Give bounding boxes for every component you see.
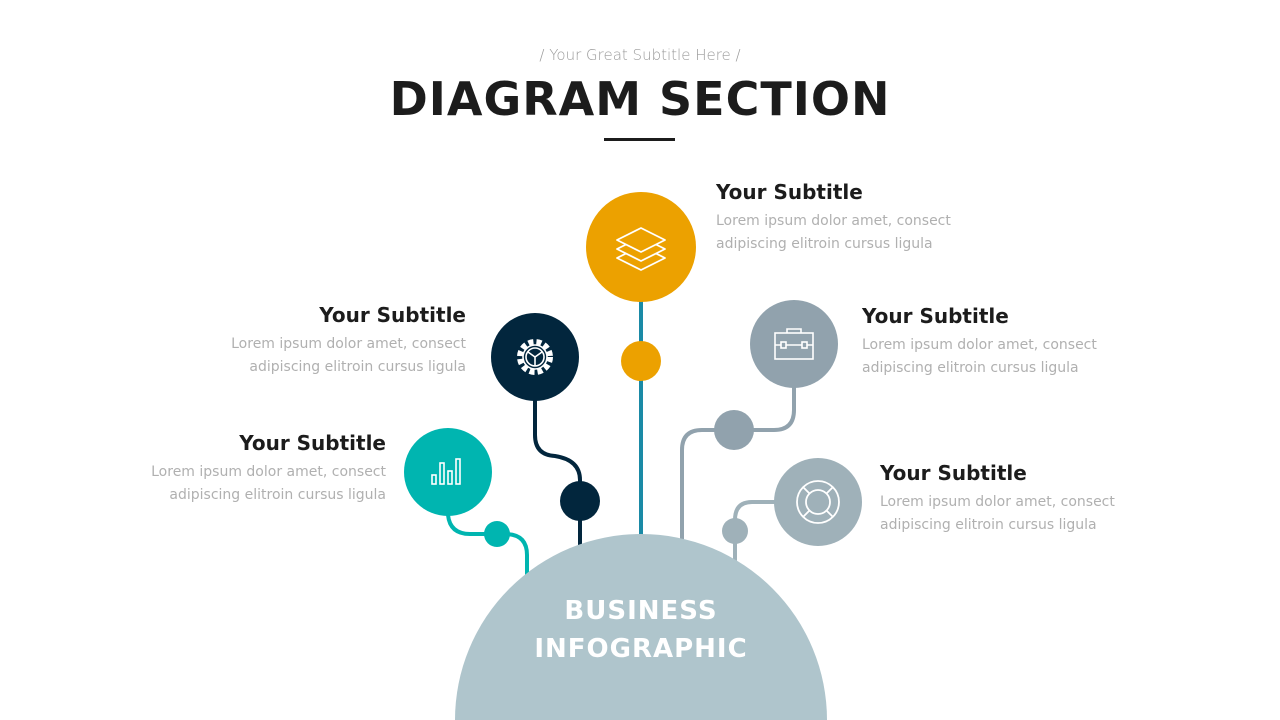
slide-subtitle: / Your Great Subtitle Here / bbox=[539, 46, 741, 64]
item-text-line2: adipiscing elitroin cursus ligula bbox=[169, 487, 386, 503]
item-text-line2: adipiscing elitroin cursus ligula bbox=[880, 517, 1097, 533]
hub-label-line2: INFOGRAPHIC bbox=[534, 634, 748, 664]
stem-teal bbox=[446, 513, 529, 580]
item-block-5: Your Subtitle Lorem ipsum dolor amet, co… bbox=[880, 461, 1180, 537]
hub-label: BUSINESS INFOGRAPHIC bbox=[455, 592, 827, 668]
item-text-line1: Lorem ipsum dolor amet, consect bbox=[231, 336, 466, 352]
node-dot-grey bbox=[714, 410, 754, 450]
bar-chart-icon bbox=[431, 458, 461, 485]
item-text: Lorem ipsum dolor amet, consect adipiscin… bbox=[166, 333, 466, 379]
node-dot-orange bbox=[621, 341, 661, 381]
stem-navy bbox=[533, 398, 582, 547]
item-title: Your Subtitle bbox=[880, 461, 1027, 485]
gear-icon bbox=[517, 339, 553, 375]
item-text: Lorem ipsum dolor amet, consect adipiscin… bbox=[880, 491, 1180, 537]
item-text-line2: adipiscing elitroin cursus ligula bbox=[716, 236, 933, 252]
title-underline bbox=[604, 138, 675, 141]
item-text-line1: Lorem ipsum dolor amet, consect bbox=[151, 464, 386, 480]
hub-label-line1: BUSINESS bbox=[564, 596, 718, 626]
briefcase-icon bbox=[774, 328, 814, 360]
item-text-line2: adipiscing elitroin cursus ligula bbox=[249, 359, 466, 375]
node-grey-bottom bbox=[774, 458, 862, 546]
node-dot-teal bbox=[484, 521, 510, 547]
item-block-4: Your Subtitle Lorem ipsum dolor amet, co… bbox=[862, 304, 1162, 380]
item-title: Your Subtitle bbox=[239, 431, 386, 455]
item-text-line1: Lorem ipsum dolor amet, consect bbox=[880, 494, 1115, 510]
item-text-line1: Lorem ipsum dolor amet, consect bbox=[862, 337, 1097, 353]
node-dot-grey-small bbox=[722, 518, 748, 544]
item-block-3: Your Subtitle Lorem ipsum dolor amet, co… bbox=[86, 431, 386, 507]
node-grey-top bbox=[750, 300, 838, 388]
lifebuoy-icon bbox=[796, 480, 840, 524]
node-dot-navy bbox=[560, 481, 600, 521]
item-text: Lorem ipsum dolor amet, consect adipiscin… bbox=[86, 461, 386, 507]
item-block-2: Your Subtitle Lorem ipsum dolor amet, co… bbox=[166, 303, 466, 379]
item-text-line2: adipiscing elitroin cursus ligula bbox=[862, 360, 1079, 376]
layers-icon bbox=[616, 227, 666, 271]
item-title: Your Subtitle bbox=[716, 180, 863, 204]
item-text-line1: Lorem ipsum dolor amet, consect bbox=[716, 213, 951, 229]
item-block-1: Your Subtitle Lorem ipsum dolor amet, co… bbox=[716, 180, 1016, 256]
item-text: Lorem ipsum dolor amet, consect adipiscin… bbox=[862, 334, 1162, 380]
item-text: Lorem ipsum dolor amet, consect adipiscin… bbox=[716, 210, 1016, 256]
item-title: Your Subtitle bbox=[319, 303, 466, 327]
slide-title: DIAGRAM SECTION bbox=[389, 72, 891, 126]
item-title: Your Subtitle bbox=[862, 304, 1009, 328]
hub-semicircle bbox=[455, 534, 827, 720]
